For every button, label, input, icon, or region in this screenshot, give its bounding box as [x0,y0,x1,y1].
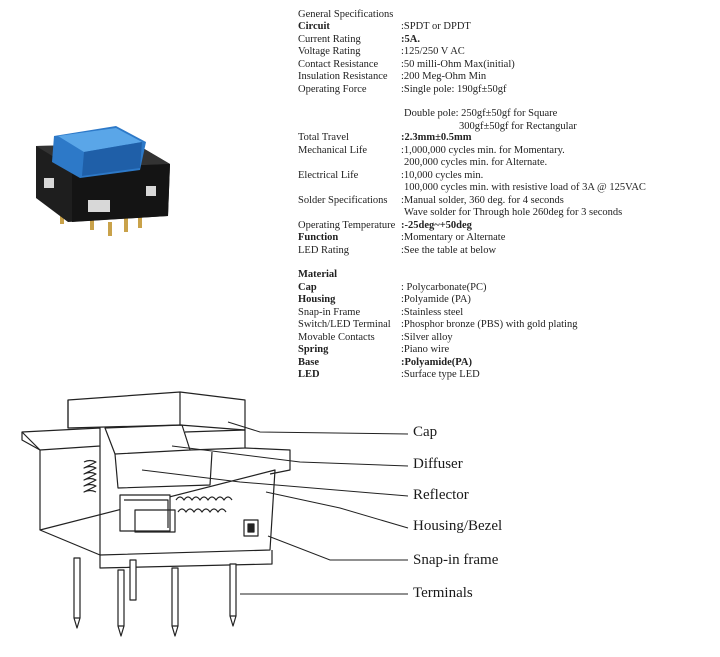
material-value: :Phosphor bronze (PBS) with gold plating [401,319,578,330]
material-label: LED [298,369,320,380]
material-title: Material [298,269,338,280]
spec-label: Operating Force [298,83,367,95]
callout-snap-in-frame: Snap-in frame [413,552,499,568]
spec-value: :2.3mm±0.5mm [401,132,472,143]
force-double-pole-line: Double pole: 250gf±50gf for Square [404,108,558,119]
spec-label: Function [298,232,339,243]
material-label: Switch/LED Terminal [298,319,391,330]
spec-label: Electrical Life [298,169,359,181]
material-label: Spring [298,344,329,355]
spec-label: Contact Resistance [298,58,379,70]
force-rectangular-line: 300gf±50gf for Rectangular [459,120,577,132]
spec-value: :Momentary or Alternate [401,232,506,243]
mechanical-life-continuation: 200,000 cycles min. for Alternate. [404,157,548,168]
material-value: :Silver alloy [401,331,453,343]
material-label: Cap [298,281,317,293]
spec-value: :Manual solder, 360 deg. for 4 seconds [401,194,564,206]
spec-label: Solder Specifications [298,194,388,206]
spec-label: Circuit [298,21,330,32]
spec-value: :1,000,000 cycles min. for Momentary. [401,144,565,156]
material-value: :Piano wire [401,344,450,355]
spec-value: :200 Meg-Ohm Min [401,71,487,82]
spec-value: :Single pole: 190gf±50gf [401,83,507,95]
callout-housing-bezel: Housing/Bezel [413,518,503,534]
material-label: Base [298,356,319,368]
spec-value: :See the table at below [401,244,497,256]
switch-product-photo [36,126,170,236]
spec-label: Operating Temperature [298,219,396,231]
material-value: :Polyamide(PA) [401,356,472,368]
spec-label: LED Rating [298,244,350,256]
spec-value: :-25deg~+50deg [401,219,472,231]
general-specs-title: General Specifications [298,9,394,20]
callout-cap: Cap [413,424,438,440]
spec-label: Insulation Resistance [298,71,388,82]
spec-label: Mechanical Life [298,144,368,156]
spec-value: :125/250 V AC [401,46,465,57]
material-value: :Surface type LED [401,369,480,380]
material-label: Snap-in Frame [298,306,361,318]
spec-label: Current Rating [298,33,361,45]
electrical-life-continuation: 100,000 cycles min. with resistive load … [404,182,646,193]
callout-diffuser: Diffuser [413,456,463,472]
switch-cutaway-drawing [21,391,409,637]
spec-value: :SPDT or DPDT [401,21,471,32]
material-label: Movable Contacts [298,331,375,343]
spec-label: Total Travel [298,132,349,143]
callout-terminals: Terminals [413,585,473,601]
material-value: : Polycarbonate(PC) [401,281,487,293]
callout-reflector: Reflector [413,487,469,503]
material-label: Housing [298,294,336,305]
material-value: :Polyamide (PA) [401,294,471,305]
spec-value: :5A. [401,33,420,45]
spec-value: :50 milli-Ohm Max(initial) [401,58,515,70]
solder-continuation: Wave solder for Through hole 260deg for … [404,207,623,218]
spec-label: Voltage Rating [298,46,361,57]
spec-value: :10,000 cycles min. [401,169,484,181]
material-value: :Stainless steel [401,306,464,318]
